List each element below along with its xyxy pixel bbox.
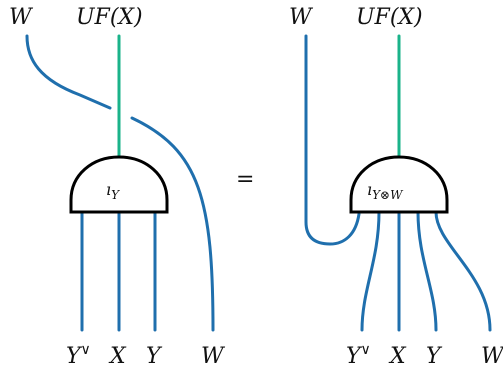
right-ydual-wire (360, 210, 381, 332)
left-w-wire-lower (130, 116, 215, 332)
left-bottom-x-label: X (108, 344, 127, 369)
right-top-w-label: W (289, 5, 314, 30)
left-box-label: ıY (106, 180, 120, 202)
right-diagram: ıY⊗W W UF(X) Y∨ X Y W (289, 5, 503, 369)
left-top-ufx-label: UF(X) (76, 5, 143, 30)
left-bottom-y-label: Y (146, 344, 163, 369)
right-top-ufx-label: UF(X) (356, 5, 423, 30)
right-y-wire (416, 210, 438, 332)
right-bottom-y-label: Y (426, 344, 443, 369)
equals-sign: = (236, 167, 254, 192)
right-bottom-x-label: X (388, 344, 407, 369)
right-w-loop-wire (304, 34, 361, 246)
left-bottom-ydual-label: Y∨ (66, 342, 91, 369)
right-box-label: ıY⊗W (367, 180, 404, 202)
right-bottom-ydual-label: Y∨ (346, 342, 371, 369)
right-w-wire (434, 210, 492, 332)
right-morphism-box (349, 155, 449, 214)
left-diagram: ıY W UF(X) Y∨ X Y W (9, 5, 226, 369)
left-w-wire-upper (25, 34, 112, 110)
left-morphism-box (69, 155, 169, 214)
left-bottom-w-label: W (201, 344, 226, 369)
right-bottom-w-label: W (481, 344, 503, 369)
left-top-w-label: W (9, 5, 34, 30)
